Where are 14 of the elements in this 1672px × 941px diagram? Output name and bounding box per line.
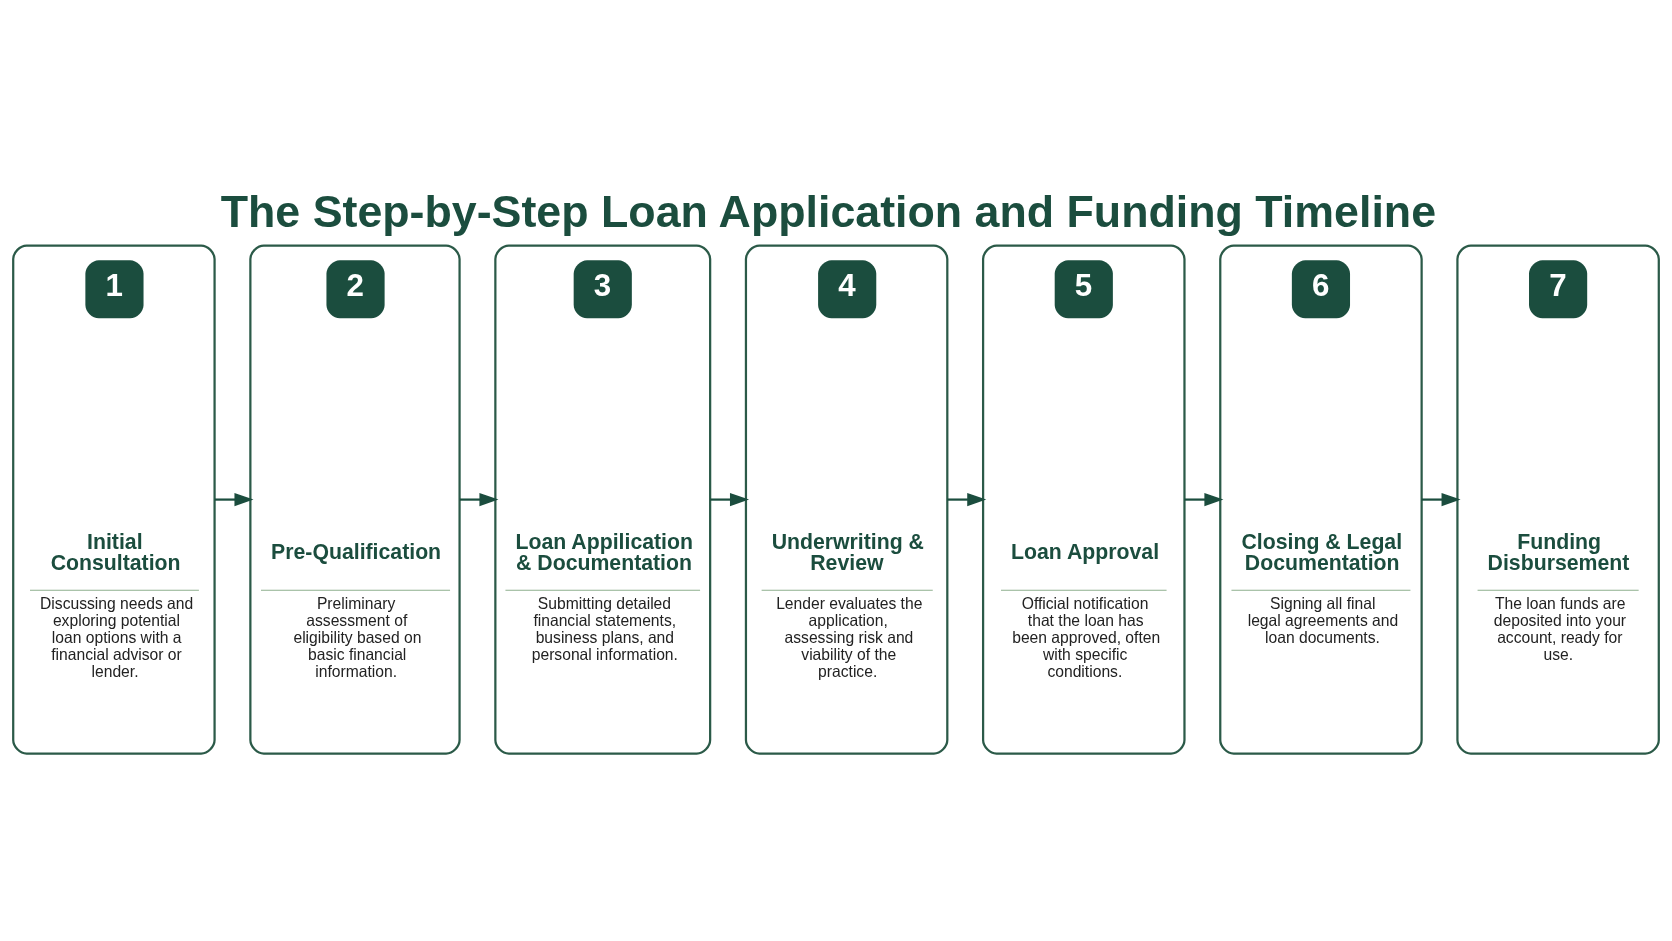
node-box: 6 Closing & Legal Documentation Signing all final legal agreements and loan documents. (1219, 244, 1423, 755)
node-box: 4 Underwriting & Review Lender evaluates the application, assessing risk and viability of the practice. (744, 244, 949, 755)
arrow (710, 492, 749, 507)
arrow (947, 492, 987, 507)
node-box: 5 Loan Approval Official notification that the loan has been approved, often with specific conditions. (982, 244, 1186, 755)
node-box: 3 Loan Appilication & Documentation Submitting detailed financial statements, business plans, and personal information. (494, 244, 712, 755)
arrow (214, 492, 254, 507)
node-box: 7 Funding Disbursement The loan funds are deposited into your account, ready for use. (1456, 244, 1660, 755)
arrow (459, 492, 499, 507)
diagram-title: The Step-by-Step Loan Application and Funding Timeline (220, 185, 1437, 236)
arrow (1421, 492, 1461, 507)
arrow (1184, 492, 1224, 507)
node-box: 1 Initial Consultation Discussing needs and exploring potential loan options with a financial advisor or lender. (12, 244, 216, 755)
node-box: 2 Pre-Qualification Preliminary assessment of eligibility based on basic financial information. (249, 244, 461, 755)
